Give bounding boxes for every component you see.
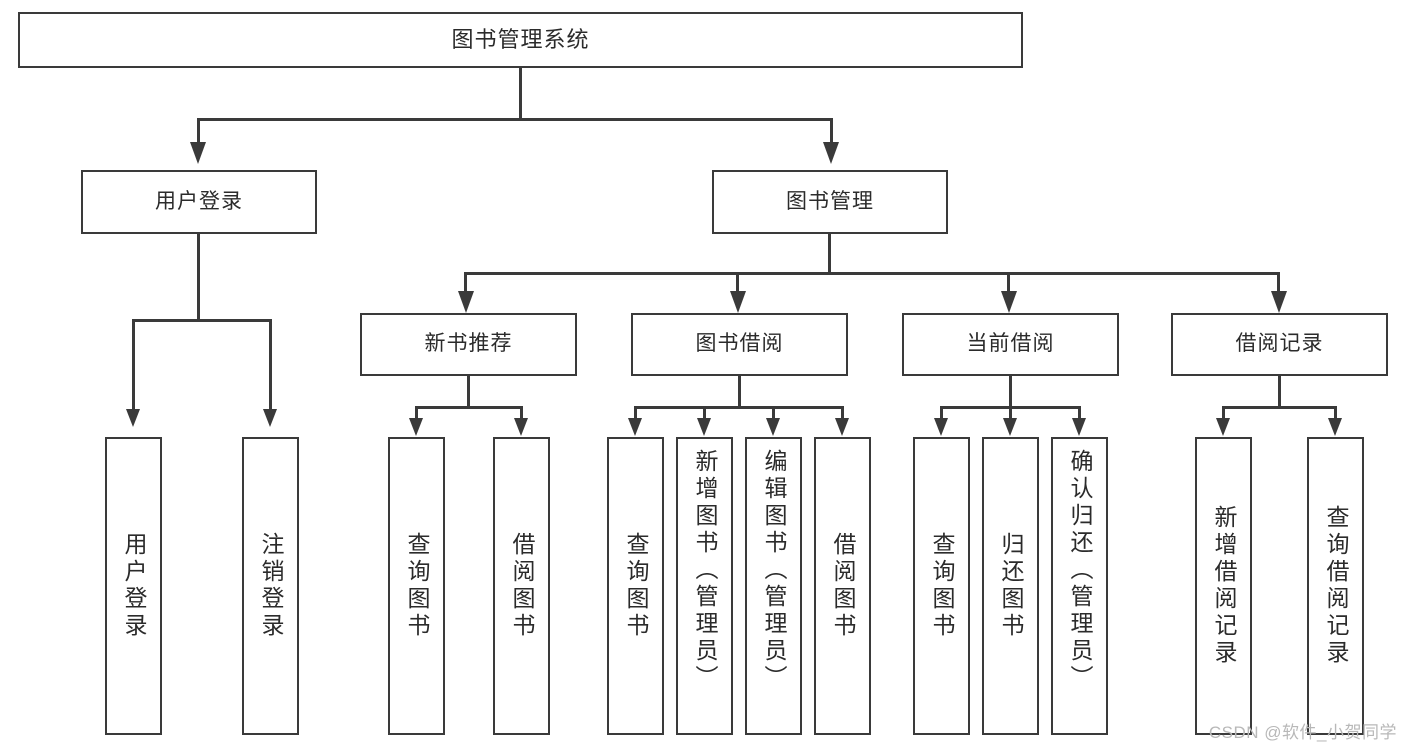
connector-root-drop-right [830, 118, 833, 144]
leaf-label: 注销登录 [258, 532, 284, 640]
connector-level3-drop-1 [464, 272, 467, 294]
node-label: 图书管理系统 [451, 27, 590, 53]
connector-level3-drop-4 [1277, 272, 1280, 294]
leaf-label: 确认归还（管理员） [1067, 449, 1093, 692]
connector-root-stem [519, 68, 522, 119]
arrowhead-to-leaf-borrow-book-2 [835, 418, 849, 436]
arrowhead-to-leaf-query-book-2 [628, 418, 642, 436]
arrowhead-to-leaf-query-book-3 [934, 418, 948, 436]
connector-level3-drop-3 [1007, 272, 1010, 294]
arrowhead-to-borrow-record [1271, 291, 1287, 313]
connector-new-book-drop-2 [520, 406, 523, 420]
connector-current-borrow-drop-3 [1078, 406, 1081, 420]
arrowhead-to-user-login [190, 142, 206, 164]
connector-current-borrow-drop-2 [1009, 406, 1012, 420]
node-borrow-record: 借阅记录 [1171, 313, 1388, 376]
arrowhead-to-leaf-add-book [697, 418, 711, 436]
arrowhead-to-leaf-query-record [1328, 418, 1342, 436]
node-current-borrow: 当前借阅 [902, 313, 1119, 376]
arrowhead-to-leaf-user-logout [263, 409, 277, 427]
leaf-add-record: 新增借阅记录 [1195, 437, 1252, 735]
connector-user-login-drop-left [132, 319, 135, 411]
leaf-label: 查询借阅记录 [1323, 505, 1349, 667]
node-book-management-system: 图书管理系统 [18, 12, 1023, 68]
leaf-query-book-1: 查询图书 [388, 437, 445, 735]
leaf-edit-book: 编辑图书（管理员） [745, 437, 802, 735]
node-book-management: 图书管理 [712, 170, 948, 234]
connector-borrow-record-stem [1278, 376, 1281, 407]
arrowhead-to-leaf-add-record [1216, 418, 1230, 436]
leaf-label: 查询图书 [623, 532, 649, 640]
connector-new-book-drop-1 [415, 406, 418, 420]
leaf-label: 编辑图书（管理员） [761, 449, 787, 692]
node-label: 图书管理 [786, 189, 874, 213]
leaf-query-book-3: 查询图书 [913, 437, 970, 735]
leaf-return-book: 归还图书 [982, 437, 1039, 735]
connector-user-login-stem [197, 234, 200, 320]
leaf-user-login: 用户登录 [105, 437, 162, 735]
connector-root-drop-left [197, 118, 200, 144]
arrowhead-to-leaf-user-login [126, 409, 140, 427]
connector-borrow-record-drop-2 [1334, 406, 1337, 420]
connector-root-bus [197, 118, 833, 121]
connector-user-login-bus [132, 319, 272, 322]
leaf-query-book-2: 查询图书 [607, 437, 664, 735]
connector-borrow-record-drop-1 [1222, 406, 1225, 420]
leaf-label: 借阅图书 [830, 532, 856, 640]
connector-level3-drop-2 [736, 272, 739, 294]
arrowhead-to-leaf-borrow-book-1 [514, 418, 528, 436]
leaf-borrow-book-2: 借阅图书 [814, 437, 871, 735]
node-user-login: 用户登录 [81, 170, 317, 234]
leaf-label: 查询图书 [929, 532, 955, 640]
leaf-borrow-book-1: 借阅图书 [493, 437, 550, 735]
leaf-label: 新增借阅记录 [1211, 505, 1237, 667]
connector-new-book-stem [467, 376, 470, 407]
leaf-label: 新增图书（管理员） [692, 449, 718, 692]
node-label: 用户登录 [155, 189, 243, 213]
leaf-label: 用户登录 [121, 532, 147, 640]
arrowhead-to-leaf-query-book-1 [409, 418, 423, 436]
node-label: 当前借阅 [966, 332, 1055, 356]
arrowhead-to-book-borrow [730, 291, 746, 313]
node-label: 借阅记录 [1235, 332, 1324, 356]
connector-level3-bus [464, 272, 1280, 275]
leaf-confirm-return: 确认归还（管理员） [1051, 437, 1108, 735]
connector-book-borrow-drop-4 [841, 406, 844, 420]
node-book-borrow: 图书借阅 [631, 313, 848, 376]
connector-book-borrow-drop-2 [703, 406, 706, 420]
arrowhead-to-leaf-confirm-return [1072, 418, 1086, 436]
leaf-query-record: 查询借阅记录 [1307, 437, 1364, 735]
connector-user-login-drop-right [269, 319, 272, 411]
node-new-book-recommend: 新书推荐 [360, 313, 577, 376]
connector-book-management-stem [828, 234, 831, 273]
connector-current-borrow-drop-1 [940, 406, 943, 420]
arrowhead-to-new-book-recommend [458, 291, 474, 313]
connector-book-borrow-drop-1 [634, 406, 637, 420]
node-label: 图书借阅 [695, 332, 784, 356]
leaf-user-logout: 注销登录 [242, 437, 299, 735]
leaf-label: 查询图书 [404, 532, 430, 640]
connector-borrow-record-bus [1222, 406, 1337, 409]
node-label: 新书推荐 [424, 332, 513, 356]
connector-book-borrow-drop-3 [772, 406, 775, 420]
connector-current-borrow-stem [1009, 376, 1012, 407]
leaf-label: 借阅图书 [509, 532, 535, 640]
leaf-label: 归还图书 [998, 532, 1024, 640]
arrowhead-to-book-management [823, 142, 839, 164]
arrowhead-to-leaf-return-book [1003, 418, 1017, 436]
connector-new-book-bus [415, 406, 523, 409]
arrowhead-to-leaf-edit-book [766, 418, 780, 436]
arrowhead-to-current-borrow [1001, 291, 1017, 313]
csdn-watermark: CSDN @软件_小贺同学 [1208, 723, 1397, 742]
connector-book-borrow-stem [738, 376, 741, 407]
connector-book-borrow-bus [634, 406, 844, 409]
leaf-add-book: 新增图书（管理员） [676, 437, 733, 735]
